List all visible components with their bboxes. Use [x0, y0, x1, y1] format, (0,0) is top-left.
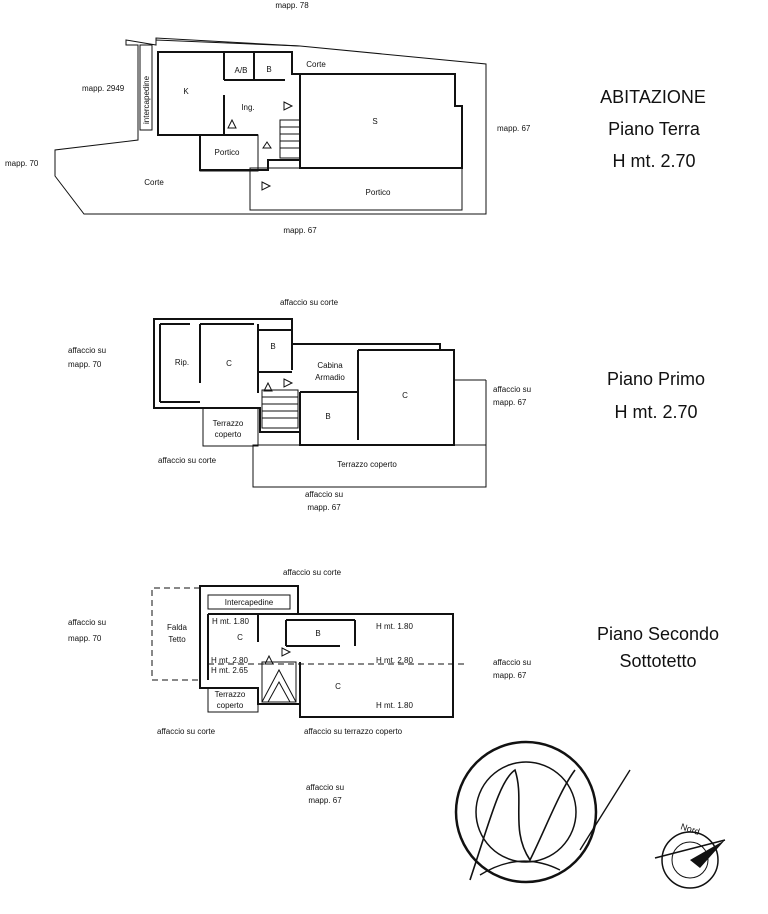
entry-arrow-icon: [261, 181, 272, 191]
stair-arrow-icon: [283, 378, 294, 388]
north-arrow-icon: [690, 840, 725, 868]
label-affaccio-left-1: affaccio su: [68, 346, 106, 355]
title-abitazione: ABITAZIONE: [600, 87, 706, 107]
first-floor-plan: affaccio su corte affaccio su mapp. 70 a…: [68, 298, 531, 512]
label-room-b: B: [315, 629, 320, 638]
label-affaccio-corte: affaccio su corte: [158, 456, 217, 465]
label-affaccio-left-2: mapp. 70: [68, 634, 102, 643]
label-tetto: Tetto: [168, 635, 186, 644]
label-portico-small: Portico: [215, 148, 240, 157]
label-room-rip: Rip.: [175, 358, 189, 367]
title-sottotetto: Sottotetto: [619, 651, 696, 671]
label-terrazzo-2: coperto: [217, 701, 244, 710]
label-mapp-78: mapp. 78: [275, 1, 309, 10]
entry-arrow-icon: [227, 118, 237, 129]
height-piano-primo: H mt. 2.70: [614, 402, 697, 422]
label-affaccio-bottom-2: mapp. 67: [308, 796, 342, 805]
label-falda: Falda: [167, 623, 188, 632]
north-compass: Nord: [654, 821, 726, 889]
first-stair: [261, 389, 299, 429]
label-affaccio-right-2: mapp. 67: [493, 398, 527, 407]
label-armadio: Armadio: [315, 373, 345, 382]
label-room-b: B: [266, 65, 271, 74]
label-corte-top: Corte: [306, 60, 326, 69]
label-h180-top-right: H mt. 1.80: [376, 622, 413, 631]
ground-house-left: [157, 51, 301, 171]
second-falda-dashed: [151, 587, 200, 681]
label-mapp-67-right: mapp. 67: [497, 124, 531, 133]
label-affaccio-left-2: mapp. 70: [68, 360, 102, 369]
label-room-s: S: [372, 117, 377, 126]
label-affaccio-corte-top: affaccio su corte: [283, 568, 342, 577]
label-h180-left: H mt. 1.80: [212, 617, 249, 626]
label-affaccio-terrazzo: affaccio su terrazzo coperto: [304, 727, 403, 736]
second-terrazzo: [207, 687, 259, 713]
label-terrazzo-1: Terrazzo: [215, 690, 246, 699]
compass-outer-ring: [661, 831, 719, 889]
surveyor-seal-stamp: [454, 740, 631, 884]
label-room-c-left: C: [237, 633, 243, 642]
label-corte-left: Corte: [144, 178, 164, 187]
label-mapp-2949: mapp. 2949: [82, 84, 125, 93]
entry-arrow-icon: [283, 101, 294, 111]
compass-inner-ring: [671, 841, 709, 879]
ground-top-boundary: [155, 37, 301, 47]
ground-portico-large: [249, 167, 463, 211]
label-intercapedine: Intercapedine: [225, 598, 274, 607]
label-terrazzo-large: Terrazzo coperto: [337, 460, 397, 469]
label-affaccio-right-1: affaccio su: [493, 385, 531, 394]
label-room-k: K: [183, 87, 189, 96]
second-floor-plan: affaccio su corte affaccio su mapp. 70 a…: [68, 568, 531, 805]
ground-intercapedine: [139, 44, 153, 131]
label-h280-left: H mt. 2.80: [211, 656, 248, 665]
second-stair: [261, 661, 297, 703]
ground-floor-plan: mapp. 78 mapp. 2949 mapp. 70 mapp. 67 ma…: [5, 1, 531, 235]
label-cabina: Cabina: [317, 361, 343, 370]
label-nord: Nord: [679, 821, 701, 837]
label-mapp-70: mapp. 70: [5, 159, 39, 168]
label-room-c-right: C: [402, 391, 408, 400]
label-h265-left: H mt. 2.65: [211, 666, 248, 675]
label-room-c-left: C: [226, 359, 232, 368]
stair-arrow-icon: [281, 647, 292, 657]
first-terrazzo-large: [252, 444, 487, 488]
ground-stair: [279, 119, 301, 159]
title-piano-terra: Piano Terra: [608, 119, 701, 139]
label-affaccio-right-1: affaccio su: [493, 658, 531, 667]
label-affaccio-corte: affaccio su corte: [157, 727, 216, 736]
first-terrazzo-small: [202, 407, 259, 447]
plan-titles: ABITAZIONE Piano Terra H mt. 2.70 Piano …: [597, 87, 719, 671]
label-intercapedine: intercapedine: [142, 75, 151, 124]
height-piano-terra: H mt. 2.70: [612, 151, 695, 171]
label-affaccio-corte-top: affaccio su corte: [280, 298, 339, 307]
second-intercapedine: [207, 594, 291, 610]
label-terrazzo-small-1: Terrazzo: [213, 419, 244, 428]
title-piano-primo: Piano Primo: [607, 369, 705, 389]
label-affaccio-bottom-1: affaccio su: [306, 783, 344, 792]
ground-room-s: [299, 73, 463, 169]
title-piano-secondo: Piano Secondo: [597, 624, 719, 644]
label-affaccio-bottom-2: mapp. 67: [307, 503, 341, 512]
ground-portico-small: [199, 134, 259, 172]
stair-arrow-icon: [263, 381, 273, 392]
label-room-c-right: C: [335, 682, 341, 691]
label-h280-mid: H mt. 2.80: [376, 656, 413, 665]
label-portico-large: Portico: [366, 188, 391, 197]
stair-arrow-icon: [262, 141, 272, 149]
label-mapp-67-bottom: mapp. 67: [283, 226, 317, 235]
label-room-b-top: B: [270, 342, 275, 351]
stair-arrow-icon: [264, 654, 274, 665]
label-terrazzo-small-2: coperto: [215, 430, 242, 439]
label-room-ab: A/B: [235, 66, 248, 75]
label-ingresso: Ing.: [241, 103, 254, 112]
label-h180-bottom: H mt. 1.80: [376, 701, 413, 710]
label-affaccio-bottom-1: affaccio su: [305, 490, 343, 499]
label-affaccio-right-2: mapp. 67: [493, 671, 527, 680]
label-affaccio-left-1: affaccio su: [68, 618, 106, 627]
label-room-b-bottom: B: [325, 412, 330, 421]
